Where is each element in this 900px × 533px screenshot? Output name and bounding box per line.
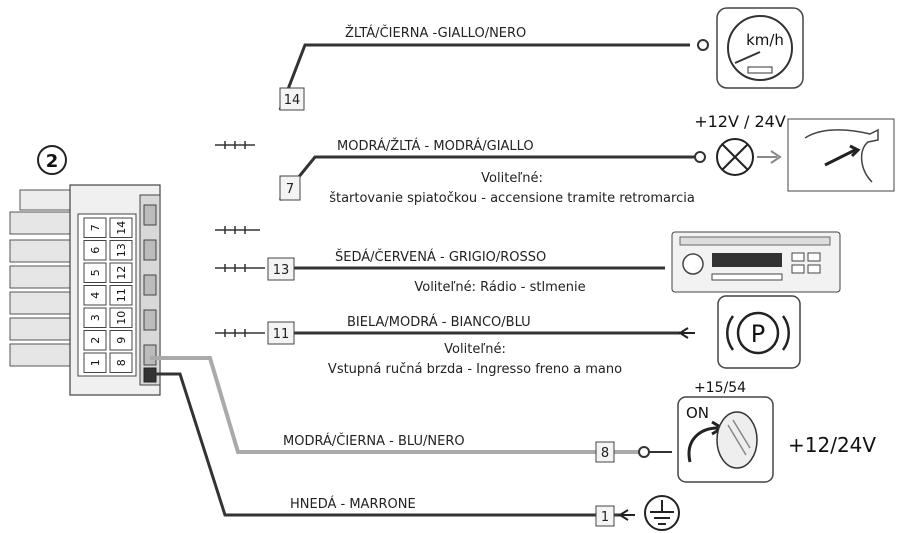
- pin-left-number: 1: [89, 359, 102, 366]
- ignition-label: +15/54: [694, 380, 746, 396]
- pin-left-box: [83, 307, 107, 328]
- wire-1: [150, 372, 620, 517]
- pin-left-box: [83, 352, 107, 373]
- pin-label-14: 14: [284, 93, 301, 108]
- wire-13-note: Voliteľné: Rádio - stlmenie: [414, 280, 585, 295]
- wire-13-color: ŠEDÁ/ČERVENÁ - GRIGIO/ROSSO: [335, 249, 546, 265]
- radio-icon: [671, 231, 841, 293]
- wire-11-note: Vstupná ručná brzda - Ingresso freno a m…: [328, 362, 622, 377]
- pin-right-number: 14: [115, 221, 128, 235]
- pin-label-7: 7: [286, 182, 294, 197]
- wire-7-note-title: Voliteľné:: [481, 171, 543, 186]
- wire-7-color: MODRÁ/ŽLTÁ - MODRÁ/GIALLO: [337, 138, 534, 154]
- wire-1-color: HNEDÁ - MARRONE: [290, 496, 416, 512]
- wire-8: [150, 356, 640, 454]
- pin-left-box: [83, 240, 107, 261]
- pin-right-box: [109, 285, 133, 306]
- wire-8-color: MODRÁ/ČIERNA - BLU/NERO: [283, 433, 465, 449]
- wire-11-note-title: Voliteľné:: [444, 342, 506, 357]
- pin-right-number: 12: [115, 266, 128, 280]
- ignition-on-label: ON: [686, 404, 709, 422]
- pin-right-box: [109, 330, 133, 351]
- pin-right-box: [109, 352, 133, 373]
- pin-right-box: [109, 217, 133, 238]
- pin-left-box: [83, 262, 107, 283]
- pin-left-box: [83, 217, 107, 238]
- connector-number: 2: [46, 151, 59, 172]
- pin-left-number: 7: [89, 224, 102, 231]
- lamp-voltage: +12V / 24V: [694, 112, 786, 131]
- pin-label-8: 8: [601, 446, 609, 461]
- pin-right-box: [109, 262, 133, 283]
- pin-left-box: [83, 285, 107, 306]
- wire-14-color: ŽLTÁ/ČIERNA -GIALLO/NERO: [345, 25, 526, 41]
- speedometer-icon: km/h: [716, 7, 804, 89]
- connector-number-circle: [37, 145, 67, 175]
- gear-shift-icon: [787, 118, 895, 192]
- pin-right-number: 13: [115, 243, 128, 257]
- pin-right-box: [109, 240, 133, 261]
- pin-left-number: 3: [89, 314, 102, 321]
- pin-left-number: 6: [89, 247, 102, 254]
- wire-11-color: BIELA/MODRÁ - BIANCO/BLU: [347, 314, 531, 330]
- arrow-icon: [757, 150, 782, 164]
- connector-pins: 7 14 6 13 5 12 4 11 3 10 2 9 1 8: [83, 217, 133, 373]
- wire-14: [278, 43, 690, 111]
- pin-left-number: 4: [89, 292, 102, 299]
- lamp-icon: [716, 138, 754, 176]
- arrow-icon: [618, 509, 635, 521]
- speedometer-text: km/h: [746, 31, 784, 49]
- pin-left-number: 2: [89, 337, 102, 344]
- ignition-key-icon: ON: [677, 396, 774, 483]
- pin-label-1: 1: [601, 510, 609, 525]
- wire-7-note: štartovanie spiatočkou - accensione tram…: [329, 191, 695, 206]
- pin-left-number: 5: [89, 269, 102, 276]
- parking-brake-text: P: [751, 320, 765, 348]
- pin-right-number: 10: [115, 311, 128, 325]
- pin-right-number: 8: [115, 359, 128, 366]
- pin-label-11: 11: [273, 327, 290, 342]
- pin-left-box: [83, 330, 107, 351]
- ground-icon: [644, 495, 680, 531]
- parking-brake-icon: P: [717, 295, 801, 369]
- pin-right-box: [109, 307, 133, 328]
- pin-label-13: 13: [273, 263, 290, 278]
- arrow-icon: [678, 327, 695, 339]
- ignition-voltage: +12/24V: [788, 433, 876, 457]
- pin-right-number: 9: [115, 337, 128, 344]
- pin-right-number: 11: [115, 288, 128, 302]
- wire-plugs: [215, 141, 265, 337]
